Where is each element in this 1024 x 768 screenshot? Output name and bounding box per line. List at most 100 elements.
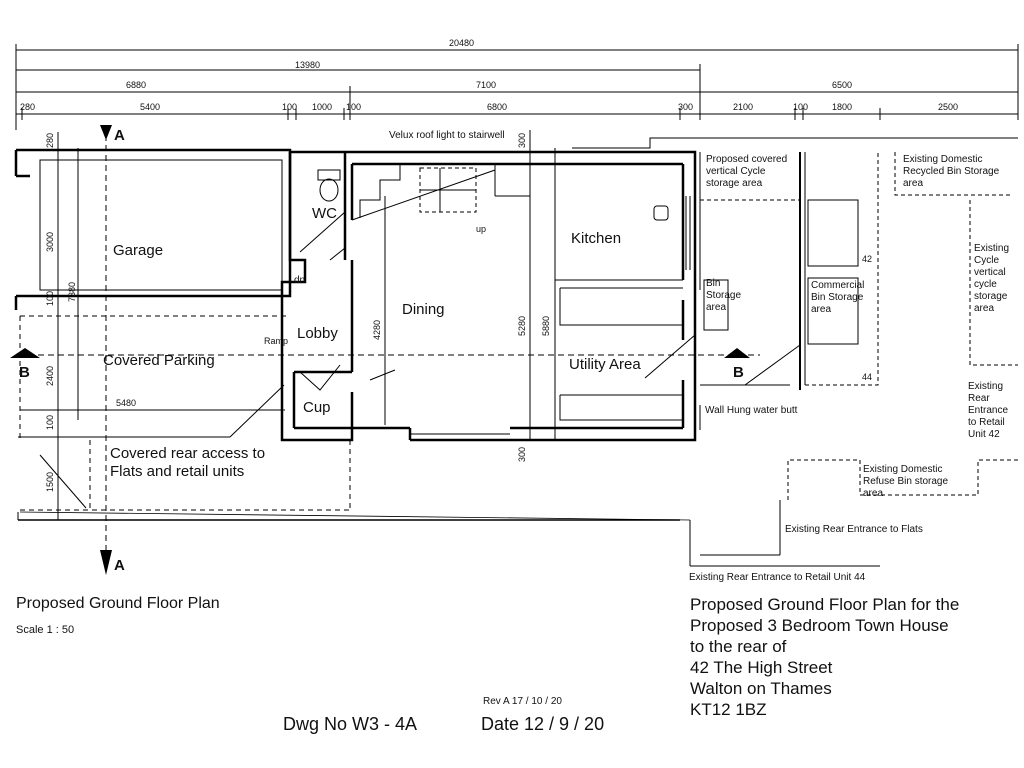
desc-line-6: KT12 1BZ (690, 700, 767, 719)
vdim-3000: 3000 (45, 231, 55, 252)
dim-row4-7: 2100 (733, 102, 754, 112)
cycle-storage-line-3: storage area (706, 178, 763, 189)
dim-row4-10: 2500 (938, 102, 959, 112)
existing-cycle-line-3: vertical (974, 267, 1006, 278)
revision-note: Rev A 17 / 10 / 20 (483, 696, 562, 707)
existing-cycle-line-6: area (974, 303, 995, 314)
room-cup: Cup (303, 399, 331, 416)
vertical-dimension-lines (20, 130, 556, 520)
rear-yard-outline (572, 137, 1018, 567)
drawing-number: Dwg No W3 - 4A (283, 714, 418, 734)
section-b-right: B (733, 364, 744, 381)
wc-fixtures (299, 169, 346, 253)
section-a-bottom: A (114, 557, 125, 574)
rear-entrance-42-line-4: to Retail (968, 417, 1005, 428)
rear-entrance-42-line-3: Entrance (968, 405, 1009, 416)
cycle-storage-line-2: vertical Cycle (706, 166, 766, 177)
dim-row4-6: 300 (678, 102, 694, 112)
covered-parking-outline (19, 315, 351, 511)
refuse-bin-line-3: area (863, 488, 884, 499)
rear-flats-note: Existing Rear Entrance to Flats (785, 524, 923, 535)
dim-row4-3: 1000 (312, 102, 333, 112)
dim-5480: 5480 (116, 398, 137, 408)
vdim-5280: 5280 (517, 315, 527, 336)
refuse-bin-line-2: Refuse Bin storage (863, 476, 949, 487)
plan-title: Proposed Ground Floor Plan (16, 595, 220, 612)
rear-entrance-42-line-5: Unit 42 (968, 429, 1000, 440)
ramp-note: Ramp (264, 336, 289, 346)
recycled-bin-line-3: area (903, 178, 924, 189)
desc-line-1: Proposed Ground Floor Plan for the (690, 595, 960, 614)
vdim-280: 280 (45, 132, 55, 148)
vdim-300-top: 300 (517, 132, 527, 148)
vdim-2400: 2400 (45, 365, 55, 386)
room-kitchen: Kitchen (571, 230, 622, 247)
room-lobby: Lobby (297, 325, 338, 342)
dim-bin-44: 44 (862, 372, 873, 382)
rear-retail-44-note: Existing Rear Entrance to Retail Unit 44 (689, 572, 866, 583)
dim-bin-42: 42 (862, 254, 873, 264)
dim-row3-0: 6880 (126, 80, 147, 90)
dim-row4-2: 100 (282, 102, 298, 112)
dimension-lines (15, 44, 1019, 130)
lobby-doors (299, 247, 396, 391)
cycle-storage-line-1: Proposed covered (706, 154, 788, 165)
vdim-4280: 4280 (372, 319, 382, 340)
stair-up-note: up (476, 224, 487, 234)
section-a-top: A (114, 127, 125, 144)
rear-entrance-42-line-1: Existing (968, 381, 1004, 392)
dim-row4-0: 280 (20, 102, 36, 112)
desc-line-2: Proposed 3 Bedroom Town House (690, 616, 949, 635)
title-description: Proposed Ground Floor Plan for the Propo… (690, 594, 959, 720)
stair-dn-note: dn (294, 275, 306, 286)
section-marker-lines (18, 125, 760, 575)
dim-row4-4: 100 (346, 102, 362, 112)
recycled-bin-line-1: Existing Domestic (903, 154, 983, 165)
commercial-bin-line-1: Commercial (811, 280, 865, 291)
garage-inner (39, 159, 283, 291)
dim-row4-1: 5400 (140, 102, 161, 112)
covered-rear-line-2: Flats and retail units (110, 463, 245, 480)
commercial-bin-line-2: Bin Storage (811, 292, 864, 303)
house-walls (280, 150, 697, 442)
dim-row3-1: 7100 (476, 80, 497, 90)
utility-units (559, 334, 696, 421)
vdim-100b: 100 (45, 414, 55, 430)
room-dining: Dining (402, 301, 445, 318)
plan-scale: Scale 1 : 50 (16, 624, 75, 636)
bin-storage-line-1: Bin (706, 278, 721, 289)
room-covered-parking: Covered Parking (103, 352, 215, 369)
dim-sub1: 13980 (295, 60, 321, 70)
desc-line-3: to the rear of (690, 637, 787, 656)
existing-cycle-line-5: storage (974, 291, 1008, 302)
stairwell (351, 164, 530, 221)
drawing-date: Date 12 / 9 / 20 (481, 714, 605, 734)
vdim-100: 100 (45, 290, 55, 306)
existing-cycle-line-2: Cycle (974, 255, 1000, 266)
kitchen-units (554, 164, 691, 326)
velux-note: Velux roof light to stairwell (389, 130, 505, 141)
section-b-left: B (19, 364, 30, 381)
existing-cycle-line-1: Existing (974, 243, 1010, 254)
dim-row4-8: 100 (793, 102, 809, 112)
desc-line-4: 42 The High Street (690, 658, 833, 677)
room-garage: Garage (113, 242, 164, 259)
garage-walls (14, 148, 292, 310)
dim-overall: 20480 (449, 38, 475, 48)
rear-entrance-42-line-2: Rear (968, 393, 990, 404)
dim-row4-9: 1800 (832, 102, 853, 112)
recycled-bin-line-2: Recycled Bin Storage (903, 166, 1000, 177)
desc-line-5: Walton on Thames (690, 679, 832, 698)
bin-storage-line-2: Storage (706, 290, 742, 301)
bin-storage-line-3: area (706, 302, 727, 313)
existing-cycle-line-4: cycle (974, 279, 997, 290)
vdim-7380: 7380 (67, 281, 77, 302)
commercial-bin-line-3: area (811, 304, 832, 315)
vdim-5880: 5880 (541, 315, 551, 336)
dim-row3-2: 6500 (832, 80, 853, 90)
room-utility: Utility Area (569, 356, 641, 373)
vdim-1500: 1500 (45, 471, 55, 492)
vdim-300-bottom: 300 (517, 446, 527, 462)
refuse-bin-line-1: Existing Domestic (863, 464, 943, 475)
